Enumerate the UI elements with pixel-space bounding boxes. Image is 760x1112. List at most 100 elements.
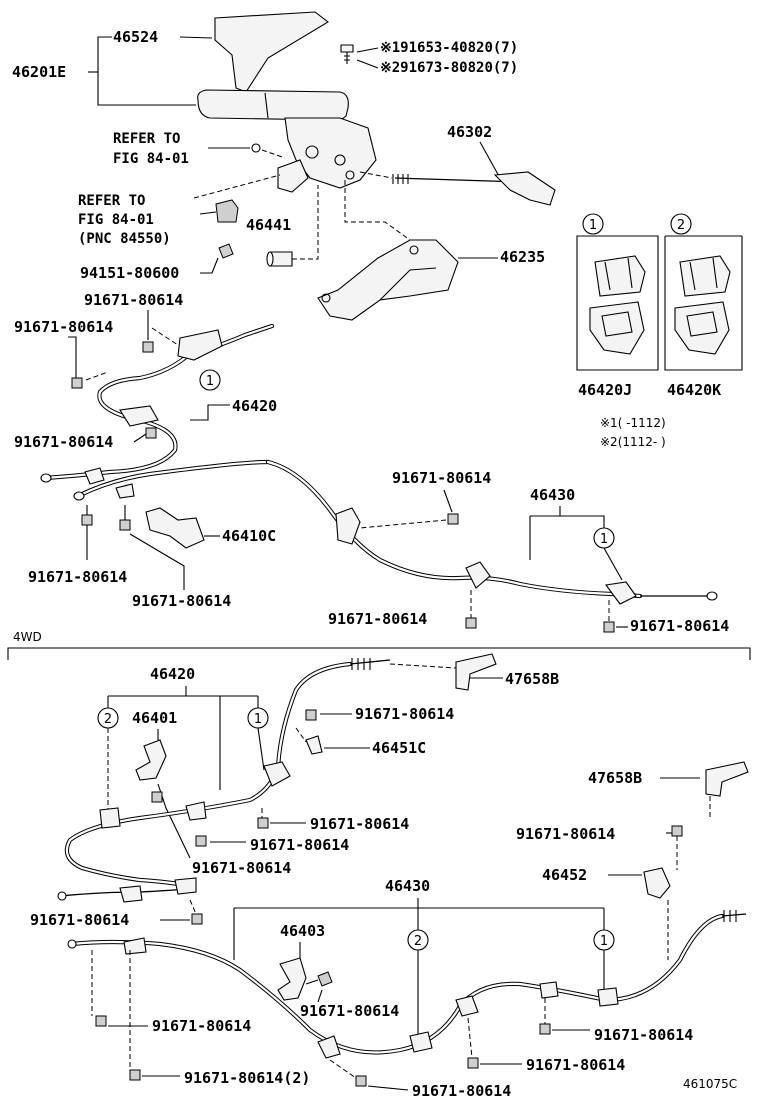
inset-callout-2-text: 2	[677, 218, 685, 233]
clip-shape	[305, 735, 323, 755]
inset-callout-2: 2	[670, 213, 692, 235]
bolt-e-label: 91671-80614	[328, 610, 427, 628]
bracket-label: 46235	[500, 248, 545, 266]
bolt-note-1: ※191653-40820(7)	[380, 40, 518, 56]
grommet-2-bottom	[674, 301, 730, 355]
refer-2-line1: REFER TO	[78, 193, 145, 209]
lower-rear-bracket2	[317, 1035, 341, 1059]
lower-callout-2a-text: 2	[104, 712, 112, 727]
bolt-c-label: 91671-80614	[14, 433, 113, 451]
callout-1-text: 1	[206, 374, 214, 389]
callout-1b-text: 1	[600, 532, 608, 547]
bolt-g-shape	[81, 514, 93, 526]
inset-callout-1: 1	[582, 213, 604, 235]
front-cable-label: 46420	[232, 397, 277, 415]
lower-cable-bracket4	[119, 885, 143, 903]
clamp-a-bolt	[151, 791, 163, 803]
inset-part-1: 46420J	[578, 381, 632, 399]
lower-callout-2b-text: 2	[414, 934, 422, 949]
lever-assy-label: 46201E	[12, 63, 66, 81]
lower-rear-bracket6	[597, 987, 619, 1007]
rod-label: 46302	[447, 123, 492, 141]
bracket-right-shape	[705, 761, 749, 797]
lower-cable-bracket5	[174, 877, 197, 895]
bolt-shape-top	[340, 44, 354, 53]
lever-cover-shape	[214, 11, 329, 93]
bracket-right-label: 47658B	[588, 769, 642, 787]
figure-id: 461075C	[683, 1077, 737, 1091]
section-4wd-label: 4WD	[13, 630, 42, 644]
lower-rear-bracket5	[539, 981, 559, 999]
refer-2-line3: (PNC 84550)	[78, 231, 171, 247]
bolt-b-label: 91671-80614	[14, 318, 113, 336]
clip2-label: 46452	[542, 866, 587, 884]
upper-section: 46524 46201E ※191653-40820(7) ※291673-80…	[12, 11, 729, 635]
bolt-10-shape	[129, 1069, 141, 1081]
lever-assy-shape	[197, 89, 349, 122]
front-cable-bracket	[177, 329, 223, 361]
lower-cable-bracket1	[263, 761, 291, 787]
bolt-6-shape	[191, 913, 203, 925]
lever-base-shape	[284, 117, 377, 189]
bolt-note-2: ※291673-80820(7)	[380, 60, 518, 76]
bolt-12-label: 91671-80614	[412, 1082, 511, 1100]
bolt-5-label: 91671-80614	[516, 825, 615, 843]
refer-1-line2: FIG 84-01	[113, 151, 189, 167]
bolt-f-shape	[603, 621, 615, 633]
bolt-5-shape	[671, 825, 683, 837]
rear-cable-clamp3	[605, 581, 637, 605]
lower-cable-bracket2	[99, 807, 121, 829]
lower-callout-1a: 1	[247, 707, 269, 729]
front-cable-bracket2	[119, 405, 159, 427]
refer-1-line1: REFER TO	[113, 131, 180, 147]
lower-callout-2a: 2	[97, 707, 119, 729]
grommet-2-top	[679, 255, 731, 297]
inset-section: 1 2 46420J 46420K ※1( -1112) ※2(1112- )	[576, 213, 743, 449]
lower-cable-bracket3	[185, 801, 207, 821]
rear-cable-clamp2	[465, 561, 491, 589]
bolt-g-label: 91671-80614	[28, 568, 127, 586]
bolt-1-label: 91671-80614	[355, 705, 454, 723]
clamp-shape	[145, 507, 205, 549]
grommet-1-bottom	[589, 301, 645, 355]
lever-cover-label: 46524	[113, 28, 158, 46]
bolt-11-label: 91671-80614	[526, 1056, 625, 1074]
lower-callout-1b-text: 1	[600, 934, 608, 949]
bolt-d-shape	[447, 513, 459, 525]
clamp-b-label: 46403	[280, 922, 325, 940]
bolt-4-label: 91671-80614	[192, 859, 291, 877]
lower-callout-1b: 1	[593, 929, 615, 951]
lower-callout-2b: 2	[407, 929, 429, 951]
refer-2-line2: FIG 84-01	[78, 212, 154, 228]
rear-cable-clamp1	[335, 507, 361, 545]
inset-part-2: 46420K	[667, 381, 721, 399]
callout-1-rear: 1	[593, 527, 615, 549]
bolt-3-shape	[195, 835, 207, 847]
bolt-9-shape	[539, 1023, 551, 1035]
inset-note-2: ※2(1112- )	[600, 435, 666, 449]
bolt-a-shape	[142, 341, 154, 353]
lower-front-cable-label: 46420	[150, 665, 195, 683]
bolt-12-shape	[355, 1075, 367, 1087]
lower-section: 4WD 46420 2 1 46401	[7, 630, 751, 1100]
clip2-shape	[643, 867, 671, 899]
front-cable-upper-2	[75, 459, 271, 499]
clip-label: 46451C	[372, 739, 426, 757]
inset-callout-1-text: 1	[589, 218, 597, 233]
bolt-10-label: 91671-80614(2)	[184, 1069, 310, 1087]
rod-yoke	[493, 171, 556, 206]
bolt-b-shape	[71, 377, 83, 389]
bracket-shape	[317, 239, 459, 321]
refer-2-part	[215, 199, 239, 223]
lever-bracket-shape	[277, 159, 309, 193]
rear-cable-label: 46430	[530, 486, 575, 504]
bolt-7-label: 91671-80614	[300, 1002, 399, 1020]
clamp-a-shape	[135, 739, 167, 781]
bracket-top-label: 47658B	[505, 670, 559, 688]
switch-label: 46441	[246, 216, 291, 234]
bolt-d-label: 91671-80614	[392, 469, 491, 487]
clamp-b-bolt	[317, 971, 333, 987]
bolt-1-shape	[305, 709, 317, 721]
clamp-label: 46410C	[222, 527, 276, 545]
